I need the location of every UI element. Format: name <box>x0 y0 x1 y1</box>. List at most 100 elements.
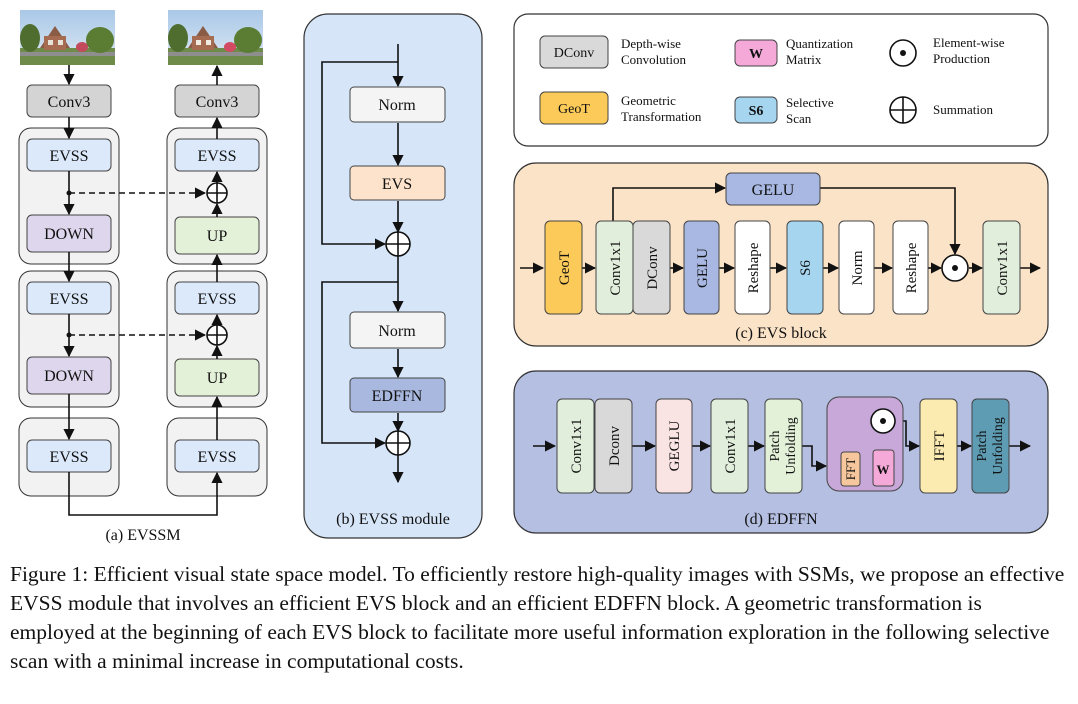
sum-icon <box>385 231 411 257</box>
norm-2-box <box>349 311 446 349</box>
edffn-patch-unfolding-2-box <box>971 398 1010 494</box>
evs-conv2-box <box>982 220 1021 315</box>
evss-module-panel: Norm EVS Norm EDFFN (b) EVSS module <box>303 13 483 539</box>
edffn-ifft-box <box>919 398 958 494</box>
evs-dconv-label: DConv <box>645 246 661 290</box>
evss-left-3-label: EVSS <box>49 449 88 466</box>
norm-2-label: Norm <box>378 323 416 340</box>
legend-dconv-box-label: DConv <box>554 46 594 61</box>
evs-s6-box <box>786 220 824 315</box>
evss-right-1-label: EVSS <box>197 148 236 165</box>
output-image <box>168 10 263 65</box>
legend-w-box <box>734 39 778 67</box>
legend-s6-text-1: Selective <box>786 95 834 110</box>
edffn-caption: (d) EDFFN <box>744 511 818 528</box>
summation-icon <box>889 96 917 124</box>
evs-norm-label: Norm <box>850 250 866 285</box>
figure-diagram: Conv3 EVSS DOWN EVSS DOWN EVSS Conv3 EVS… <box>18 10 1049 544</box>
evss-left-2-label: EVSS <box>49 291 88 308</box>
evs-block-panel: GELU GeoT Conv1x1 DConv GELU Reshape S6 … <box>513 162 1049 347</box>
element-wise-product-icon <box>941 254 969 282</box>
legend-panel: DConv Depth-wise Convolution GeoT Geomet… <box>513 13 1049 147</box>
evs-gelu-top-label: GELU <box>752 182 795 199</box>
evs-gelu-box <box>683 220 720 315</box>
evssm-panel: Conv3 EVSS DOWN EVSS DOWN EVSS Conv3 EVS… <box>18 10 268 544</box>
edffn-geglu-label: GEGLU <box>667 420 683 471</box>
conv3-right-label: Conv3 <box>196 94 239 111</box>
evs-geot-label: GeoT <box>557 251 573 285</box>
legend-elem-text-1: Element-wise <box>933 35 1005 50</box>
norm-1-label: Norm <box>378 97 416 114</box>
legend-dconv-text-2: Convolution <box>621 52 687 67</box>
element-wise-product-icon <box>870 408 896 434</box>
edffn-patch-unfolding-1-box <box>764 398 803 494</box>
edffn-fft-box <box>840 451 861 487</box>
edffn-box <box>349 377 446 413</box>
legend-dconv-text-1: Depth-wise <box>621 36 681 51</box>
sum-icon <box>385 430 411 456</box>
sum-icon <box>206 182 228 204</box>
evs-gelu-label: GELU <box>695 248 711 288</box>
edffn-w-box <box>872 449 895 487</box>
edffn-ifft-label: IFFT <box>932 431 948 462</box>
evs-geot-box <box>544 220 583 315</box>
evs-reshape-2-box <box>892 220 929 315</box>
edffn-fft-label: FFT <box>843 458 858 480</box>
legend-geot-box <box>539 91 609 125</box>
element-wise-product-icon <box>889 39 917 67</box>
edffn-geglu-box <box>655 398 693 494</box>
edffn-patch-1-label: Patch <box>768 430 783 461</box>
up-1-label: UP <box>207 228 228 245</box>
down-1-label: DOWN <box>44 226 94 243</box>
evs-reshape-2-label: Reshape <box>904 242 920 293</box>
evs-conv1-label: Conv1x1 <box>608 240 624 295</box>
legend-w-box-label: W <box>749 47 763 62</box>
edffn-dconv-box <box>594 398 633 494</box>
evss-left-1-label: EVSS <box>49 148 88 165</box>
up-2-label: UP <box>207 370 228 387</box>
evss-right-3-label: EVSS <box>197 449 236 466</box>
edffn-conv2-label: Conv1x1 <box>723 418 739 473</box>
evs-gelu-top-box <box>725 172 821 206</box>
edffn-dconv-label: Dconv <box>607 426 623 466</box>
legend-geot-text-1: Geometric <box>621 93 676 108</box>
edffn-conv2-box <box>710 398 749 494</box>
evssm-caption: (a) EVSSM <box>105 527 180 544</box>
legend-s6-box-label: S6 <box>749 104 764 119</box>
module-caption: (b) EVSS module <box>336 511 450 528</box>
evs-conv2-label: Conv1x1 <box>995 240 1011 295</box>
evs-label: EVS <box>382 176 412 193</box>
edffn-patch-2-label: Patch <box>975 430 990 461</box>
figure-caption: Figure 1: Efficient visual state space m… <box>10 562 1065 673</box>
legend-dconv-box <box>539 35 609 69</box>
edffn-panel: Conv1x1 Dconv GEGLU Conv1x1 Patch Unfold… <box>513 370 1049 534</box>
evs-dconv-box <box>632 220 671 315</box>
legend-geot-box-label: GeoT <box>558 102 590 117</box>
legend-w-text-1: Quantization <box>786 36 854 51</box>
down-2-label: DOWN <box>44 368 94 385</box>
edffn-conv1-box <box>556 398 595 494</box>
junction-dot <box>66 332 72 338</box>
input-image <box>20 10 115 65</box>
evs-reshape-1-label: Reshape <box>746 242 762 293</box>
evs-norm-box <box>838 220 875 315</box>
evssm-arrows <box>63 64 223 516</box>
junction-dot <box>66 190 72 196</box>
evss-right-2-label: EVSS <box>197 291 236 308</box>
legend-geot-text-2: Transformation <box>621 109 702 124</box>
edffn-conv1-label: Conv1x1 <box>569 418 585 473</box>
legend-sum-text: Summation <box>933 102 993 117</box>
edffn-unfolding-1-label: Unfolding <box>784 417 799 475</box>
evs-s6-label: S6 <box>798 260 814 276</box>
edffn-w-label: W <box>877 462 890 477</box>
edffn-label: EDFFN <box>372 388 423 405</box>
legend-w-text-2: Matrix <box>786 52 822 67</box>
norm-1-box <box>349 86 446 123</box>
edffn-unfolding-2-label: Unfolding <box>991 417 1006 475</box>
evs-reshape-1-box <box>734 220 771 315</box>
evs-box <box>349 165 446 201</box>
legend-s6-box <box>734 96 778 124</box>
legend-s6-text-2: Scan <box>786 111 812 126</box>
sum-icon <box>206 324 228 346</box>
conv3-left-label: Conv3 <box>48 94 91 111</box>
